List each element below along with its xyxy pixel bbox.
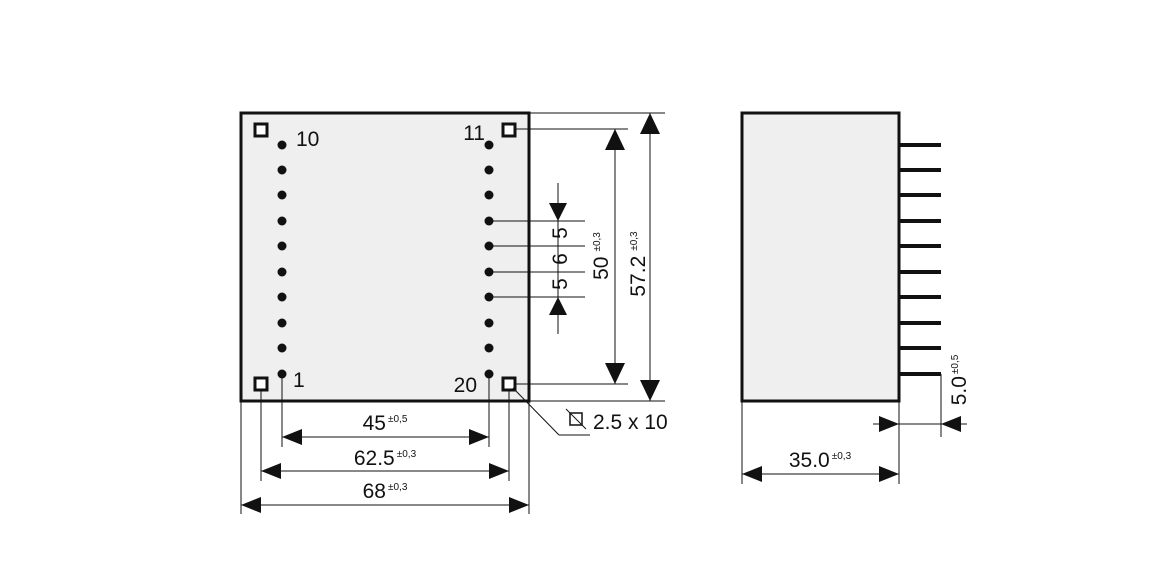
- mount-square-top-left: [253, 122, 269, 138]
- pin-column-spacing-dimension: [605, 129, 625, 384]
- pin-column-spacing-label: 50±0,3: [590, 232, 613, 280]
- mount-pin-label: 2.5 x 10: [593, 411, 668, 434]
- pin-length-dimension: [873, 416, 967, 432]
- gap-dimension: [549, 183, 567, 334]
- pin-length-label: 5.0±0,5: [948, 354, 971, 405]
- side-view-body: [740, 111, 901, 403]
- mount-pin-callout: [512, 387, 590, 436]
- body-height-dimension: [640, 113, 660, 401]
- pin-column-right: [484, 140, 494, 379]
- pin-label-1: 1: [293, 369, 305, 392]
- body-width-label: 68±0,3: [363, 480, 408, 503]
- side-extension-lines: [741, 374, 942, 484]
- pin-label-11: 11: [463, 122, 485, 145]
- mount-square-bottom-left: [253, 376, 269, 392]
- mount-hole-spacing-label: 62.5±0,3: [354, 447, 417, 470]
- gap-upper-label: 5: [549, 227, 572, 239]
- front-view-body: [239, 111, 531, 403]
- pin-label-20: 20: [454, 374, 477, 397]
- pin-row-spacing-label: 45±0,5: [363, 412, 408, 435]
- pin-label-10: 10: [296, 128, 319, 151]
- mount-hole-spacing-dimension: [261, 463, 509, 479]
- pin-column-left: [277, 140, 287, 379]
- bottom-extension-lines: [240, 378, 530, 514]
- gap-middle-label: 6: [549, 253, 572, 265]
- side-depth-label: 35.0±0,3: [789, 449, 852, 472]
- side-depth-dimension: [742, 466, 899, 482]
- side-view-pins: [900, 143, 941, 376]
- mount-square-top-right: [501, 122, 517, 138]
- body-height-label: 57.2±0,3: [627, 231, 650, 297]
- pin-row-spacing-dimension: [282, 429, 489, 445]
- gap-lower-label: 5: [549, 278, 572, 290]
- body-width-dimension: [241, 497, 529, 513]
- right-extension-lines: [493, 112, 665, 402]
